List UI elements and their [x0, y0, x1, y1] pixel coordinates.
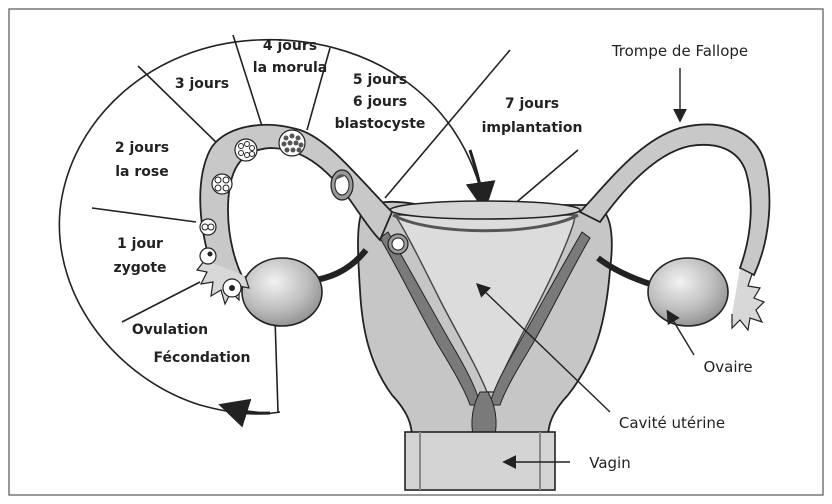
label-day4-line2: la morula [253, 60, 327, 76]
implanting-cavity [392, 238, 404, 250]
label-fecondation: Fécondation [154, 350, 251, 366]
label-day2-line2: la rose [115, 164, 168, 180]
label-day56-line3: blastocyste [335, 116, 426, 132]
label-day3: 3 jours [175, 76, 229, 92]
right-ovary [648, 258, 728, 326]
label-vagin: Vagin [589, 454, 630, 472]
label-day56-line2: 6 jours [353, 94, 407, 110]
fertilized-nucleus [208, 252, 213, 257]
vagina [405, 432, 555, 490]
label-day4-line1: 4 jours [263, 38, 317, 54]
four-cell [212, 174, 232, 194]
zygote-nucleus [229, 285, 235, 291]
fundus-opening [390, 201, 580, 219]
label-day2-line1: 2 jours [115, 140, 169, 156]
label-day1-line2: zygote [113, 260, 166, 276]
label-cavite: Cavité utérine [619, 414, 725, 432]
label-day1-line1: 1 jour [117, 236, 163, 252]
fertilized-cell [200, 248, 216, 264]
label-day56-line1: 5 jours [353, 72, 407, 88]
label-day7-line1: 7 jours [505, 96, 559, 112]
label-ovulation: Ovulation [132, 322, 208, 338]
label-trompe: Trompe de Fallope [611, 42, 748, 60]
left-ovary [242, 258, 322, 326]
label-day7-line2: implantation [482, 120, 583, 136]
label-ovaire: Ovaire [703, 358, 752, 376]
